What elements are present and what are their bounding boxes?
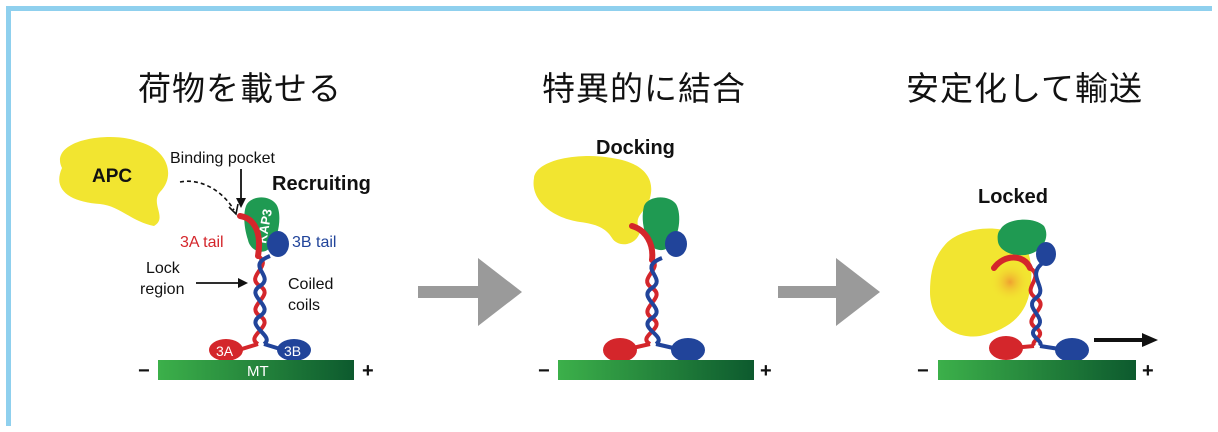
microtubule-3: [938, 360, 1136, 380]
apc-blob: [59, 137, 169, 226]
minus-end-2: −: [538, 360, 550, 382]
microtubule-2: [558, 360, 754, 380]
lock-region-label-2: region: [140, 281, 184, 298]
coil-red-locked: [1028, 266, 1043, 348]
tail-3a-docked: [629, 223, 656, 263]
coiled-label-2: coils: [288, 297, 320, 314]
panel-recruiting: APC Binding pocket Recruiting KAP3 3A ta…: [59, 137, 374, 382]
plus-end-1: +: [362, 360, 374, 382]
motor-3a: [209, 339, 243, 361]
transition-arrow-2: [778, 258, 880, 326]
tail-3b-blob: [267, 231, 289, 257]
microtubule-1: [158, 360, 354, 380]
tail-3a-locked: [991, 254, 1033, 271]
kap3-locked: [997, 219, 1047, 256]
tail-3a: [237, 213, 262, 259]
coil-blue-docked: [645, 256, 663, 346]
minus-end-3: −: [917, 360, 929, 382]
lock-arrow-head: [238, 278, 248, 288]
panel-docking: Docking − +: [533, 137, 772, 382]
state-locked-label: Locked: [978, 186, 1048, 208]
mt-label: MT: [247, 363, 269, 380]
tail-3b-docked: [665, 231, 687, 257]
tail-3b-label: 3B tail: [292, 234, 336, 251]
tail-3b-locked: [1036, 242, 1056, 266]
motor-3b-locked: [1055, 338, 1089, 362]
panel-locked: Locked − +: [917, 186, 1158, 382]
coil-blue-locked: [1030, 260, 1046, 348]
apc-blob-locked: [930, 228, 1032, 337]
tail-3a-label: 3A tail: [180, 234, 224, 251]
motor-3a-locked: [989, 336, 1023, 360]
dashed-arrow-head: [228, 203, 239, 216]
lock-region-label-1: Lock: [146, 260, 181, 277]
state-recruiting-label: Recruiting: [272, 173, 371, 195]
panel-title-recruit: 荷物を載せる: [138, 69, 342, 108]
panel-title-transport: 安定化して輸送: [906, 69, 1144, 108]
state-docking-label: Docking: [596, 137, 675, 159]
motor-3b: [277, 339, 311, 361]
coiled-coil-blue: [253, 254, 271, 346]
coiled-label-1: Coiled: [288, 276, 333, 293]
minus-end-1: −: [138, 360, 150, 382]
motor-3a-label: 3A: [216, 343, 234, 359]
transport-arrow-head: [1142, 333, 1158, 347]
apc-blob-docked: [533, 156, 652, 245]
plus-end-3: +: [1142, 360, 1154, 382]
motor-3a-docked: [603, 338, 637, 362]
lock-glow: [990, 262, 1030, 302]
binding-pocket-label: Binding pocket: [170, 150, 276, 167]
panel-title-dock: 特異的に結合: [542, 69, 746, 108]
apc-label: APC: [92, 166, 132, 187]
motor-3b-docked: [671, 338, 705, 362]
pocket-arrow-head: [236, 198, 246, 208]
plus-end-2: +: [760, 360, 772, 382]
transition-arrow-1: [418, 258, 522, 326]
dashed-arrow: [179, 180, 235, 211]
motor-3b-label: 3B: [284, 343, 301, 359]
figure-frame: [6, 6, 1212, 426]
